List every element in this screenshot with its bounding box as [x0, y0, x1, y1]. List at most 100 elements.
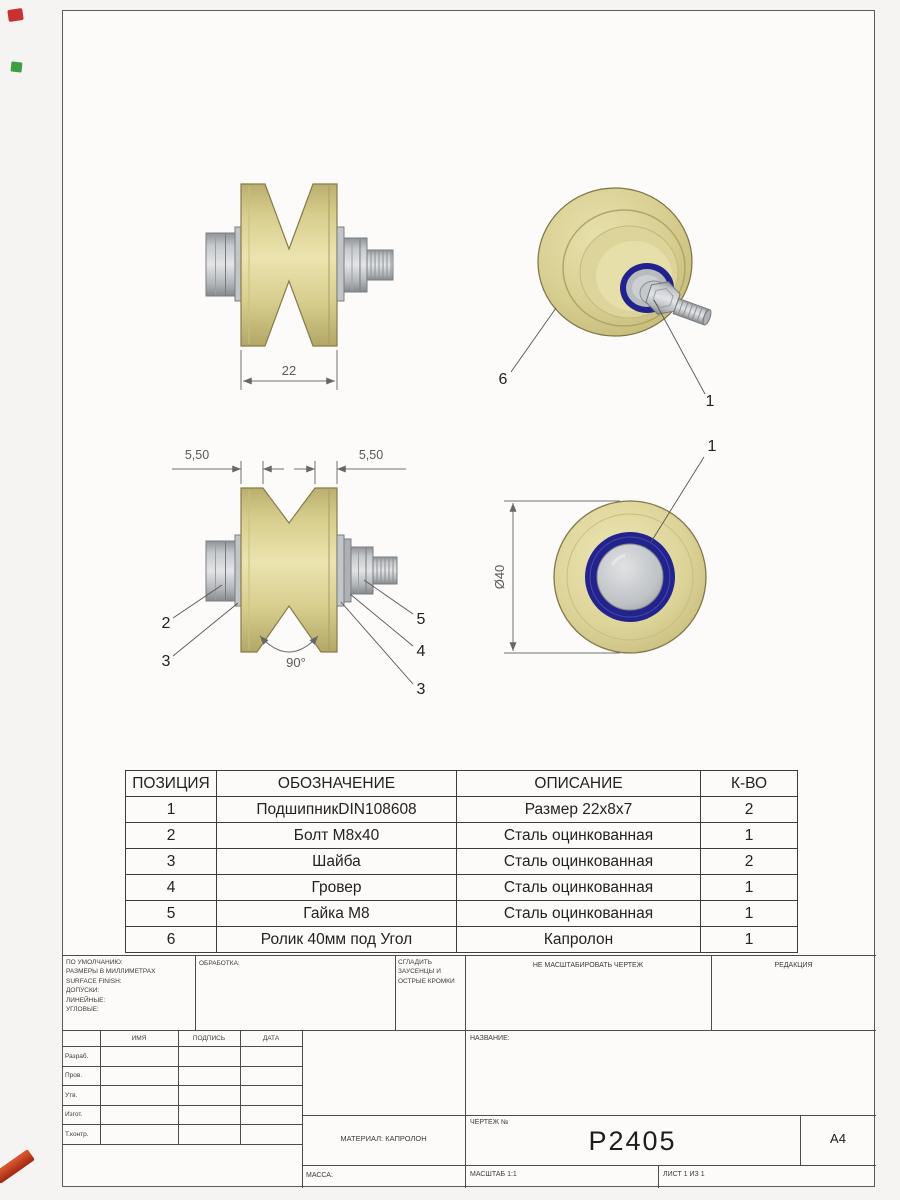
- scale-value: МАСШТАБ 1:1: [470, 1171, 517, 1178]
- col-date-label: ДАТА: [262, 1035, 280, 1042]
- tolerance-line: РАЗМЕРЫ В МИЛЛИМЕТРАХ: [66, 968, 156, 976]
- dim-22: 22: [282, 363, 296, 378]
- cell: Сталь оцинкованная: [456, 900, 701, 927]
- view-side-section: 22: [205, 183, 394, 390]
- col-designation: ОБОЗНАЧЕНИЕ: [216, 770, 457, 797]
- table-row: 2 Болт М8х40 Сталь оцинкованная 1: [125, 822, 798, 849]
- tolerance-line: ЛИНЕЙНЫЕ:: [66, 996, 106, 1004]
- roller-body-section: [240, 183, 338, 347]
- titleblock-line: [302, 1030, 303, 1188]
- view-front-section: 5,50 5,50 90° 2 3 5 4 3: [162, 448, 426, 698]
- titleblock-line: [62, 1085, 302, 1086]
- titleblock-line: [62, 1046, 302, 1047]
- paper-size: A4: [830, 1131, 846, 1146]
- cell: Сталь оцинкованная: [456, 874, 701, 901]
- dim-550-left: 5,50: [185, 448, 209, 462]
- sign-row-label: Утв.: [65, 1092, 78, 1099]
- balloon-leaders: [172, 579, 414, 685]
- titleblock-line: [302, 1165, 876, 1166]
- balloon-2: 2: [162, 615, 171, 632]
- dim-dia-lines: [504, 500, 620, 654]
- tolerance-line: УГЛОВЫЕ:: [66, 1006, 99, 1014]
- mass-label: МАССА:: [306, 1172, 333, 1179]
- table-row: 3 Шайба Сталь оцинкованная 2: [125, 848, 798, 875]
- titleblock-line: [62, 1144, 302, 1145]
- col-position: ПОЗИЦИЯ: [125, 770, 217, 797]
- washer-right-side: [336, 226, 345, 302]
- table-row: 1 ПодшипникDIN108608 Размер 22x8x7 2: [125, 796, 798, 823]
- view-front-circle: Ø40 1: [492, 438, 717, 654]
- cell: 1: [700, 926, 798, 953]
- iso-stud: [672, 297, 712, 326]
- col-name-label: ИМЯ: [131, 1035, 147, 1042]
- cell: Сталь оцинкованная: [456, 822, 701, 849]
- dim-550-right: 5,50: [359, 448, 383, 462]
- dim-angle-arc: [259, 635, 319, 653]
- drawing-number: P2405: [588, 1126, 677, 1156]
- front-axle: [596, 543, 664, 611]
- dim-22-lines: [240, 350, 338, 390]
- cell: Капролон: [456, 926, 701, 953]
- titleblock-line: [62, 1030, 876, 1031]
- balloon-3-right: 3: [417, 681, 426, 698]
- parts-table: ПОЗИЦИЯ ОБОЗНАЧЕНИЕ ОПИСАНИЕ К-ВО 1 Подш…: [125, 770, 798, 953]
- titleblock-line: [195, 955, 196, 1030]
- deburr-note: СГЛАДИТЬ ЗАУСЕНЦЫ И ОСТРЫЕ КРОМКИ: [398, 959, 455, 985]
- washer-right-front: [336, 534, 345, 607]
- sign-row-label: Пров.: [65, 1072, 83, 1079]
- name-label: НАЗВАНИЕ:: [470, 1035, 510, 1042]
- col-qty: К-ВО: [700, 770, 798, 797]
- titleblock-line: [395, 955, 396, 1030]
- process-label: ОБРАБОТКА:: [199, 960, 240, 967]
- sheet-value: ЛИСТ 1 ИЗ 1: [663, 1171, 705, 1178]
- balloon-4: 4: [417, 643, 426, 660]
- dim-550-lines: [172, 461, 406, 484]
- titleblock-line: [302, 1115, 876, 1116]
- cell: Шайба: [216, 848, 457, 875]
- titleblock-line: [62, 1124, 302, 1125]
- cell: 3: [125, 848, 217, 875]
- sign-row-label: Изгот.: [65, 1111, 83, 1118]
- dim-dia40: Ø40: [492, 565, 507, 590]
- dim-angle: 90°: [286, 655, 306, 670]
- nut-side: [343, 237, 368, 293]
- cell: 2: [700, 796, 798, 823]
- parts-table-header: ПОЗИЦИЯ ОБОЗНАЧЕНИЕ ОПИСАНИЕ К-ВО: [125, 770, 798, 797]
- view-isometric: 6 1: [499, 187, 715, 410]
- titleblock-line: [240, 1030, 241, 1144]
- cell: Гровер: [216, 874, 457, 901]
- cell: 1: [700, 822, 798, 849]
- cell: 6: [125, 926, 217, 953]
- titleblock-line: [62, 1066, 302, 1067]
- cell: Болт М8х40: [216, 822, 457, 849]
- balloon-1-front: 1: [708, 438, 717, 455]
- cell: Размер 22x8x7: [456, 796, 701, 823]
- tolerance-line: SURFACE FINISH:: [66, 977, 122, 985]
- titleblock-line: [62, 1105, 302, 1106]
- tolerance-line: ПО УМОЛЧАНИЮ:: [66, 959, 123, 966]
- spring-washer-front: [343, 538, 352, 603]
- balloon-3-left: 3: [162, 653, 171, 670]
- cell: 4: [125, 874, 217, 901]
- balloon-6: 6: [499, 371, 508, 388]
- col-signature-label: ПОДПИСЬ: [192, 1035, 226, 1042]
- titleblock-line: [658, 1165, 659, 1188]
- sign-row-label: Т.контр.: [65, 1131, 89, 1138]
- tolerance-block: ПО УМОЛЧАНИЮ: РАЗМЕРЫ В МИЛЛИМЕТРАХ SURF…: [66, 958, 192, 1014]
- roller-body-front: [240, 487, 338, 653]
- titleblock-line: [62, 955, 876, 956]
- table-row: 4 Гровер Сталь оцинкованная 1: [125, 874, 798, 901]
- cell: 2: [700, 848, 798, 875]
- cell: 1: [700, 900, 798, 927]
- photo-artifact-ribbon: [0, 1149, 35, 1184]
- cell: Сталь оцинкованная: [456, 848, 701, 875]
- bolt-head-side: [205, 232, 236, 297]
- do-not-scale-note: НЕ МАСШТАБИРОВАТЬ ЧЕРТЕЖ: [532, 962, 644, 969]
- revision-label: РЕДАКЦИЯ: [774, 962, 813, 969]
- cell: 1: [700, 874, 798, 901]
- cell: 5: [125, 900, 217, 927]
- balloon-1-iso: 1: [706, 393, 715, 410]
- col-description: ОПИСАНИЕ: [456, 770, 701, 797]
- titleblock-line: [100, 1030, 101, 1144]
